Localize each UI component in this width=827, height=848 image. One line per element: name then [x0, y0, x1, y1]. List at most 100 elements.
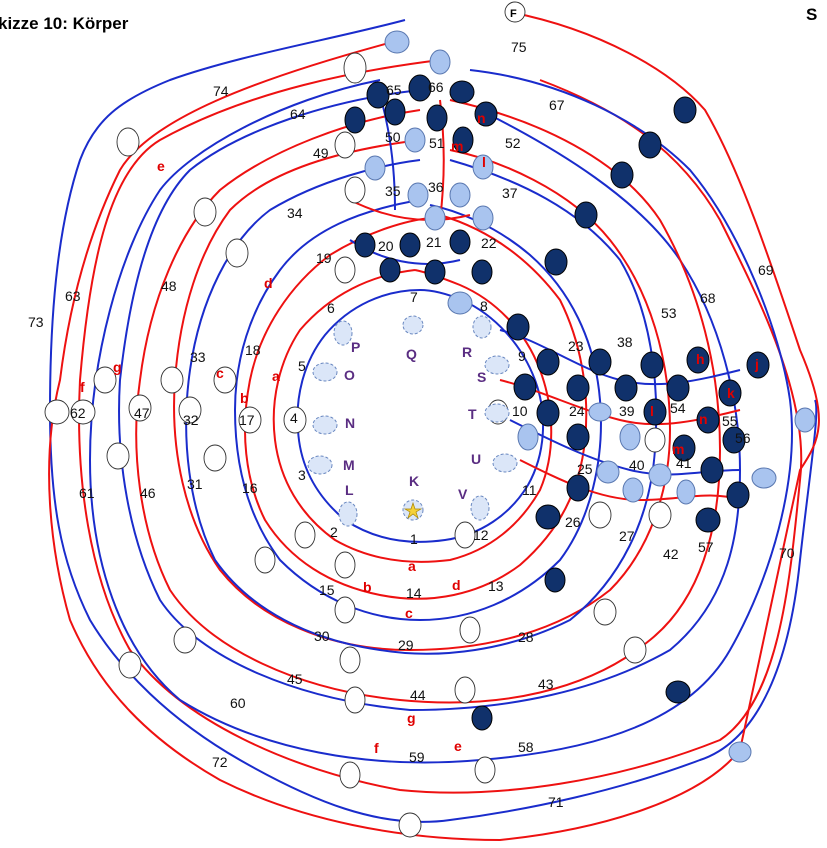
- cell-label: 13: [488, 578, 504, 594]
- red-label: a: [408, 558, 416, 574]
- cell-label: 4: [290, 410, 298, 426]
- cell-label: 9: [518, 348, 526, 364]
- cell-label: 39: [619, 403, 635, 419]
- strand-line: [135, 99, 722, 704]
- crossing-node: [106, 442, 130, 470]
- crossing-node: [128, 394, 152, 422]
- strand-line: [233, 199, 602, 622]
- cell-label: 29: [398, 637, 414, 653]
- purple-label: U: [471, 451, 481, 467]
- crossing-node: [643, 398, 667, 426]
- crossing-node: [544, 567, 566, 593]
- crossing-node: [447, 291, 473, 315]
- crossing-node: [472, 154, 494, 180]
- crossing-node: [593, 598, 617, 626]
- red-label: a: [272, 368, 280, 384]
- purple-label: K: [409, 473, 419, 489]
- crossing-node: [673, 96, 697, 124]
- crossing-node: [566, 423, 590, 451]
- crossing-node: [449, 182, 471, 208]
- crossing-node: [588, 501, 612, 529]
- cell-label: 44: [410, 687, 426, 703]
- crossing-node: [402, 315, 424, 335]
- cell-label: 63: [65, 288, 81, 304]
- cell-label: 65: [386, 82, 402, 98]
- cell-label: 37: [502, 185, 518, 201]
- cell-label: 5: [298, 358, 306, 374]
- cell-label: 10: [512, 403, 528, 419]
- cell-label: 16: [242, 480, 258, 496]
- strand-line: [244, 214, 588, 600]
- crossing-node: [399, 232, 421, 258]
- cell-label: 7: [410, 289, 418, 305]
- cell-label: 64: [290, 106, 306, 122]
- cell-label: 17: [239, 412, 255, 428]
- crossing-node: [623, 636, 647, 664]
- crossing-node: [472, 315, 492, 339]
- cell-label: 74: [213, 83, 229, 99]
- cell-label: 12: [473, 527, 489, 543]
- crossing-node: [178, 396, 202, 424]
- corner-label: S: [806, 5, 818, 24]
- cell-label: 14: [406, 585, 422, 601]
- cell-label: 61: [79, 485, 95, 501]
- crossing-node: [213, 366, 237, 394]
- crossing-node: [665, 680, 691, 704]
- strand-line: [349, 199, 471, 221]
- crossing-node: [588, 348, 612, 376]
- red-label: g: [407, 710, 416, 726]
- crossing-node: [484, 403, 510, 423]
- crossing-node: [746, 351, 770, 379]
- cell-label: 56: [735, 430, 751, 446]
- crossing-node: [696, 406, 720, 434]
- strand-line: [78, 59, 803, 794]
- crossing-node: [619, 423, 641, 451]
- cell-label: 15: [319, 582, 335, 598]
- red-label: k: [727, 385, 735, 401]
- cell-label: 47: [134, 405, 150, 421]
- crossing-node: [644, 427, 666, 453]
- cell-label: 28: [518, 629, 534, 645]
- cell-label: 27: [619, 528, 635, 544]
- crossing-node: [452, 126, 474, 154]
- cell-label: 57: [698, 539, 714, 555]
- crossing-node: [307, 455, 333, 475]
- crossing-node: [44, 399, 70, 425]
- crossing-node: [344, 686, 366, 714]
- crossing-node: [238, 406, 262, 434]
- crossing-node: [254, 546, 276, 574]
- crossing-node: [294, 521, 316, 549]
- crossing-node: [407, 182, 429, 208]
- crossing-node: [535, 504, 561, 530]
- cell-label: 62: [70, 405, 86, 421]
- strand-line: [48, 19, 818, 823]
- strand-line: [519, 459, 741, 502]
- cell-label: 43: [538, 676, 554, 692]
- strand-line: [173, 139, 672, 652]
- crossing-node: [794, 407, 816, 433]
- crossing-node: [596, 460, 620, 484]
- cell-label: 32: [183, 412, 199, 428]
- cell-label: 75: [511, 39, 527, 55]
- crossing-node: [283, 406, 307, 434]
- crossing-node: [344, 176, 366, 204]
- red-label: m: [672, 441, 684, 457]
- purple-label: T: [468, 406, 477, 422]
- purple-label: Q: [406, 346, 417, 362]
- strand-line: [48, 11, 820, 842]
- crossing-node: [333, 320, 353, 346]
- red-label: f: [80, 379, 85, 395]
- red-label: e: [157, 158, 165, 174]
- cell-label: 68: [700, 290, 716, 306]
- purple-label: N: [345, 415, 355, 431]
- crossing-node: [93, 366, 117, 394]
- crossing-node: [454, 521, 476, 549]
- crossing-node: [379, 257, 401, 283]
- crossing-node: [339, 646, 361, 674]
- crossing-node: [454, 676, 476, 704]
- crossing-node: [118, 651, 142, 679]
- cell-label: 73: [28, 314, 44, 330]
- crossing-node: [424, 259, 446, 285]
- crossing-node: [640, 351, 664, 379]
- cell-label: 24: [569, 403, 585, 419]
